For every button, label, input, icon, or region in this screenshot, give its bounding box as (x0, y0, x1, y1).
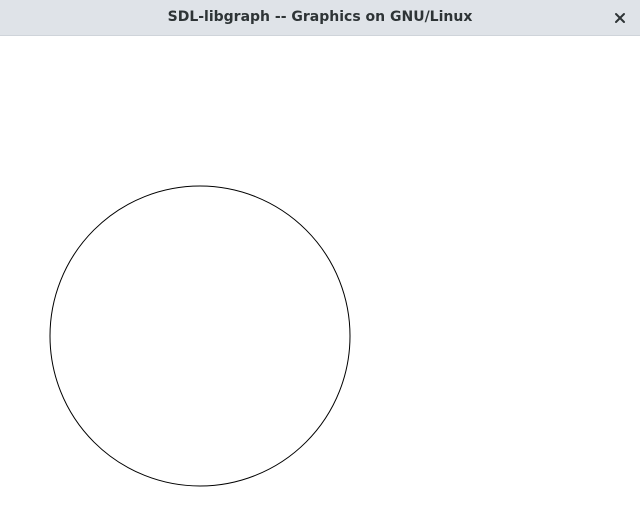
window-title: SDL-libgraph -- Graphics on GNU/Linux (167, 9, 473, 25)
close-icon (614, 9, 626, 28)
close-button[interactable] (610, 8, 630, 28)
drawing-surface (49, 185, 351, 487)
graphics-canvas[interactable] (0, 36, 640, 516)
title-bar[interactable]: SDL-libgraph -- Graphics on GNU/Linux (0, 0, 640, 36)
drawn-circle (49, 185, 351, 487)
